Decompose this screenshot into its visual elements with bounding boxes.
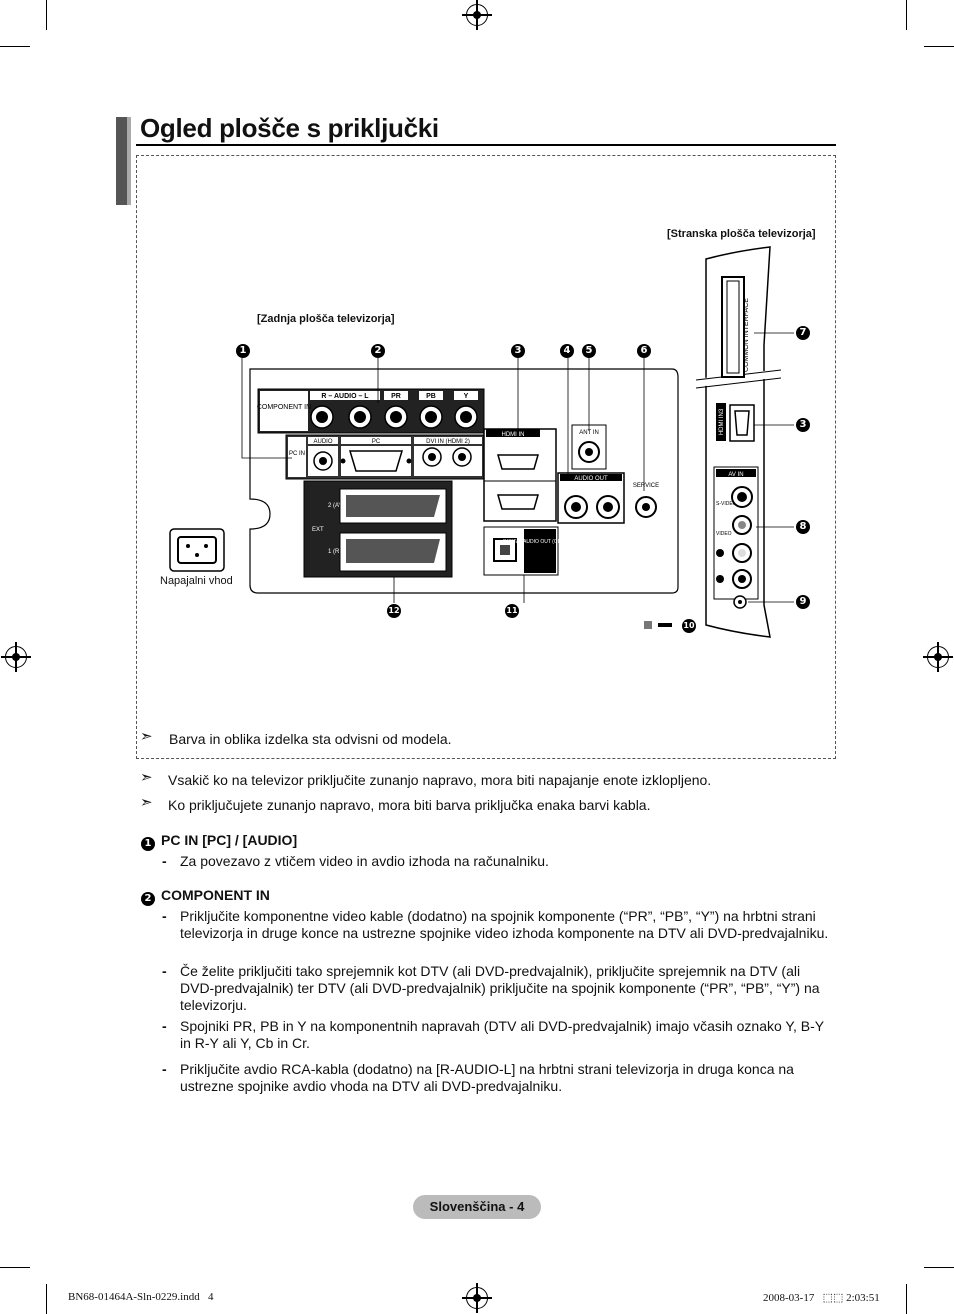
callout-3-side: 3 <box>796 418 810 432</box>
registration-mark-icon <box>1 642 31 672</box>
section-2-item: -Priključite avdio RCA-kabla (dodatno) n… <box>162 1061 794 1094</box>
dvi-in-label: DVI IN (HDMI 2) <box>426 439 470 445</box>
section-1-heading: 1 PC IN [PC] / [AUDIO] <box>141 832 298 851</box>
date-slug: 2008-03-17 ⬚⬚ 2:03:51 <box>763 1292 880 1304</box>
title-rule <box>136 144 836 146</box>
callout-12: 12 <box>387 604 401 618</box>
callout-10: 10 <box>682 619 696 633</box>
side-panel-label: [Stranska plošča televizorja] <box>667 228 816 240</box>
section-2-item: -Spojniki PR, PB in Y na komponentnih na… <box>162 1018 824 1051</box>
page-title: Ogled plošče s priključki <box>140 113 439 143</box>
ant-in-label: ANT IN <box>579 430 599 436</box>
rear-panel-label: [Zadnja plošča televizorja] <box>257 313 395 325</box>
crop-mark <box>906 0 907 30</box>
section-2-item: -Priključite komponentne video kable (do… <box>162 908 829 941</box>
crop-mark <box>924 1267 954 1268</box>
section-1-number: 1 <box>141 837 155 851</box>
crop-mark <box>0 1267 30 1268</box>
s-video-label: S-VIDEO <box>716 501 737 507</box>
note-arrow-icon: ➣ <box>140 768 153 786</box>
callout-4: 4 <box>560 344 574 358</box>
crop-mark <box>0 46 30 47</box>
component-audio-label: R – AUDIO – L <box>321 393 369 400</box>
note-arrow-icon: ➣ <box>140 793 153 811</box>
registration-mark-icon <box>923 642 953 672</box>
callout-11: 11 <box>505 604 519 618</box>
note-color-match: Ko priključujete zunanjo napravo, mora b… <box>168 797 651 813</box>
connection-diagram-frame <box>136 155 836 759</box>
ext1-label: 1 (RGB) <box>328 549 350 555</box>
pb-label: PB <box>426 393 436 400</box>
crop-mark <box>46 0 47 30</box>
hdmi-in3-label: HDMI IN3 <box>719 408 725 435</box>
section-2-title: COMPONENT IN <box>161 887 270 903</box>
pc-in-label: PC IN <box>289 451 305 457</box>
pr-label: PR <box>391 393 401 400</box>
common-interface-label: COMMON INTERFACE <box>743 298 750 372</box>
callout-5: 5 <box>582 344 596 358</box>
pc-label: PC <box>372 439 381 445</box>
ext-label: EXT <box>312 527 324 533</box>
section-1-title: PC IN [PC] / [AUDIO] <box>161 832 298 848</box>
audio-out-label: AUDIO OUT <box>574 476 608 482</box>
callout-8: 8 <box>796 520 810 534</box>
section-2-item: -Če želite priključiti tako sprejemnik k… <box>162 963 820 1013</box>
callout-3: 3 <box>511 344 525 358</box>
callout-7: 7 <box>796 326 810 340</box>
note-arrow-icon: ➣ <box>140 727 153 745</box>
section-1-item: -Za povezavo z vtičem video in avdio izh… <box>162 853 549 869</box>
digital-audio-out-label: DIGITAL AUDIO OUT (OPTICAL) <box>503 539 577 545</box>
crop-mark <box>924 46 954 47</box>
pc-audio-label: AUDIO <box>313 439 332 445</box>
power-input-label: Napajalni vhod <box>160 575 233 587</box>
service-label: SERVICE <box>633 483 659 489</box>
registration-mark-icon <box>462 1283 492 1313</box>
section-2-number: 2 <box>141 892 155 906</box>
callout-9: 9 <box>796 595 810 609</box>
connector-panel-illustration: COMPONENT IN R – AUDIO – L PR PB Y PC IN… <box>169 246 794 638</box>
y-label: Y <box>464 393 469 400</box>
callout-1: 1 <box>236 344 250 358</box>
title-accent-bar <box>116 117 131 205</box>
callout-2: 2 <box>371 344 385 358</box>
model-note: Barva in oblika izdelka sta odvisni od m… <box>169 731 452 747</box>
section-2-heading: 2 COMPONENT IN <box>141 887 270 906</box>
ext2-label: 2 (AV) <box>328 503 345 509</box>
av-in-label: AV IN <box>728 472 743 478</box>
crop-mark <box>46 1284 47 1314</box>
hdmi-in-label: HDMI IN <box>502 432 525 438</box>
component-in-label: COMPONENT IN <box>257 404 311 411</box>
crop-mark <box>906 1284 907 1314</box>
callout-6: 6 <box>637 344 651 358</box>
registration-mark-icon <box>462 0 492 30</box>
video-label: VIDEO <box>716 531 732 537</box>
page-number-badge: Slovenščina - 4 <box>413 1195 541 1219</box>
note-power-off: Vsakič ko na televizor priključite zunan… <box>168 772 712 788</box>
file-slug: BN68-01464A-Sln-0229.indd 4 <box>68 1291 214 1303</box>
